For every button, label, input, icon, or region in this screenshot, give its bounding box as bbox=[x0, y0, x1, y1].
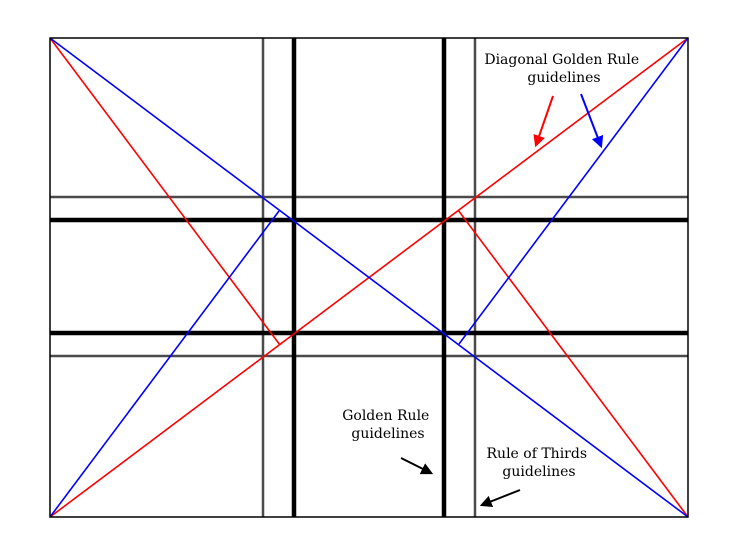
diagonal-label-line-1: Diagonal Golden Rule bbox=[484, 52, 639, 68]
thirds-label-line-2: guidelines bbox=[502, 464, 575, 480]
golden-rule-guidelines bbox=[50, 38, 688, 517]
blue-perpendicular-lower-left bbox=[49, 210, 280, 518]
thirds-label: Rule of Thirds guidelines bbox=[487, 446, 592, 480]
image-frame bbox=[49, 37, 689, 518]
diagonal-label: Diagonal Golden Rule guidelines bbox=[484, 52, 643, 86]
blue-main-diagonal bbox=[49, 37, 689, 518]
diagonal-red-arrow bbox=[533, 95, 554, 148]
thirds-label-line-1: Rule of Thirds bbox=[487, 446, 588, 462]
thirds-arrow bbox=[479, 489, 521, 508]
golden-arrow bbox=[400, 457, 434, 475]
diagonal-label-line-2: guidelines bbox=[527, 70, 600, 86]
red-perpendicular-upper-left bbox=[49, 37, 281, 346]
red-perpendicular-lower-right bbox=[457, 209, 689, 518]
thirds-guidelines bbox=[50, 38, 688, 517]
diagonal-blue-guidelines bbox=[49, 37, 689, 518]
blue-perpendicular-upper-right bbox=[458, 37, 689, 345]
golden-label: Golden Rule guidelines bbox=[342, 408, 434, 442]
golden-label-line-1: Golden Rule bbox=[342, 408, 429, 424]
golden-label-line-2: guidelines bbox=[351, 426, 424, 442]
diagonal-blue-arrow bbox=[580, 93, 604, 149]
